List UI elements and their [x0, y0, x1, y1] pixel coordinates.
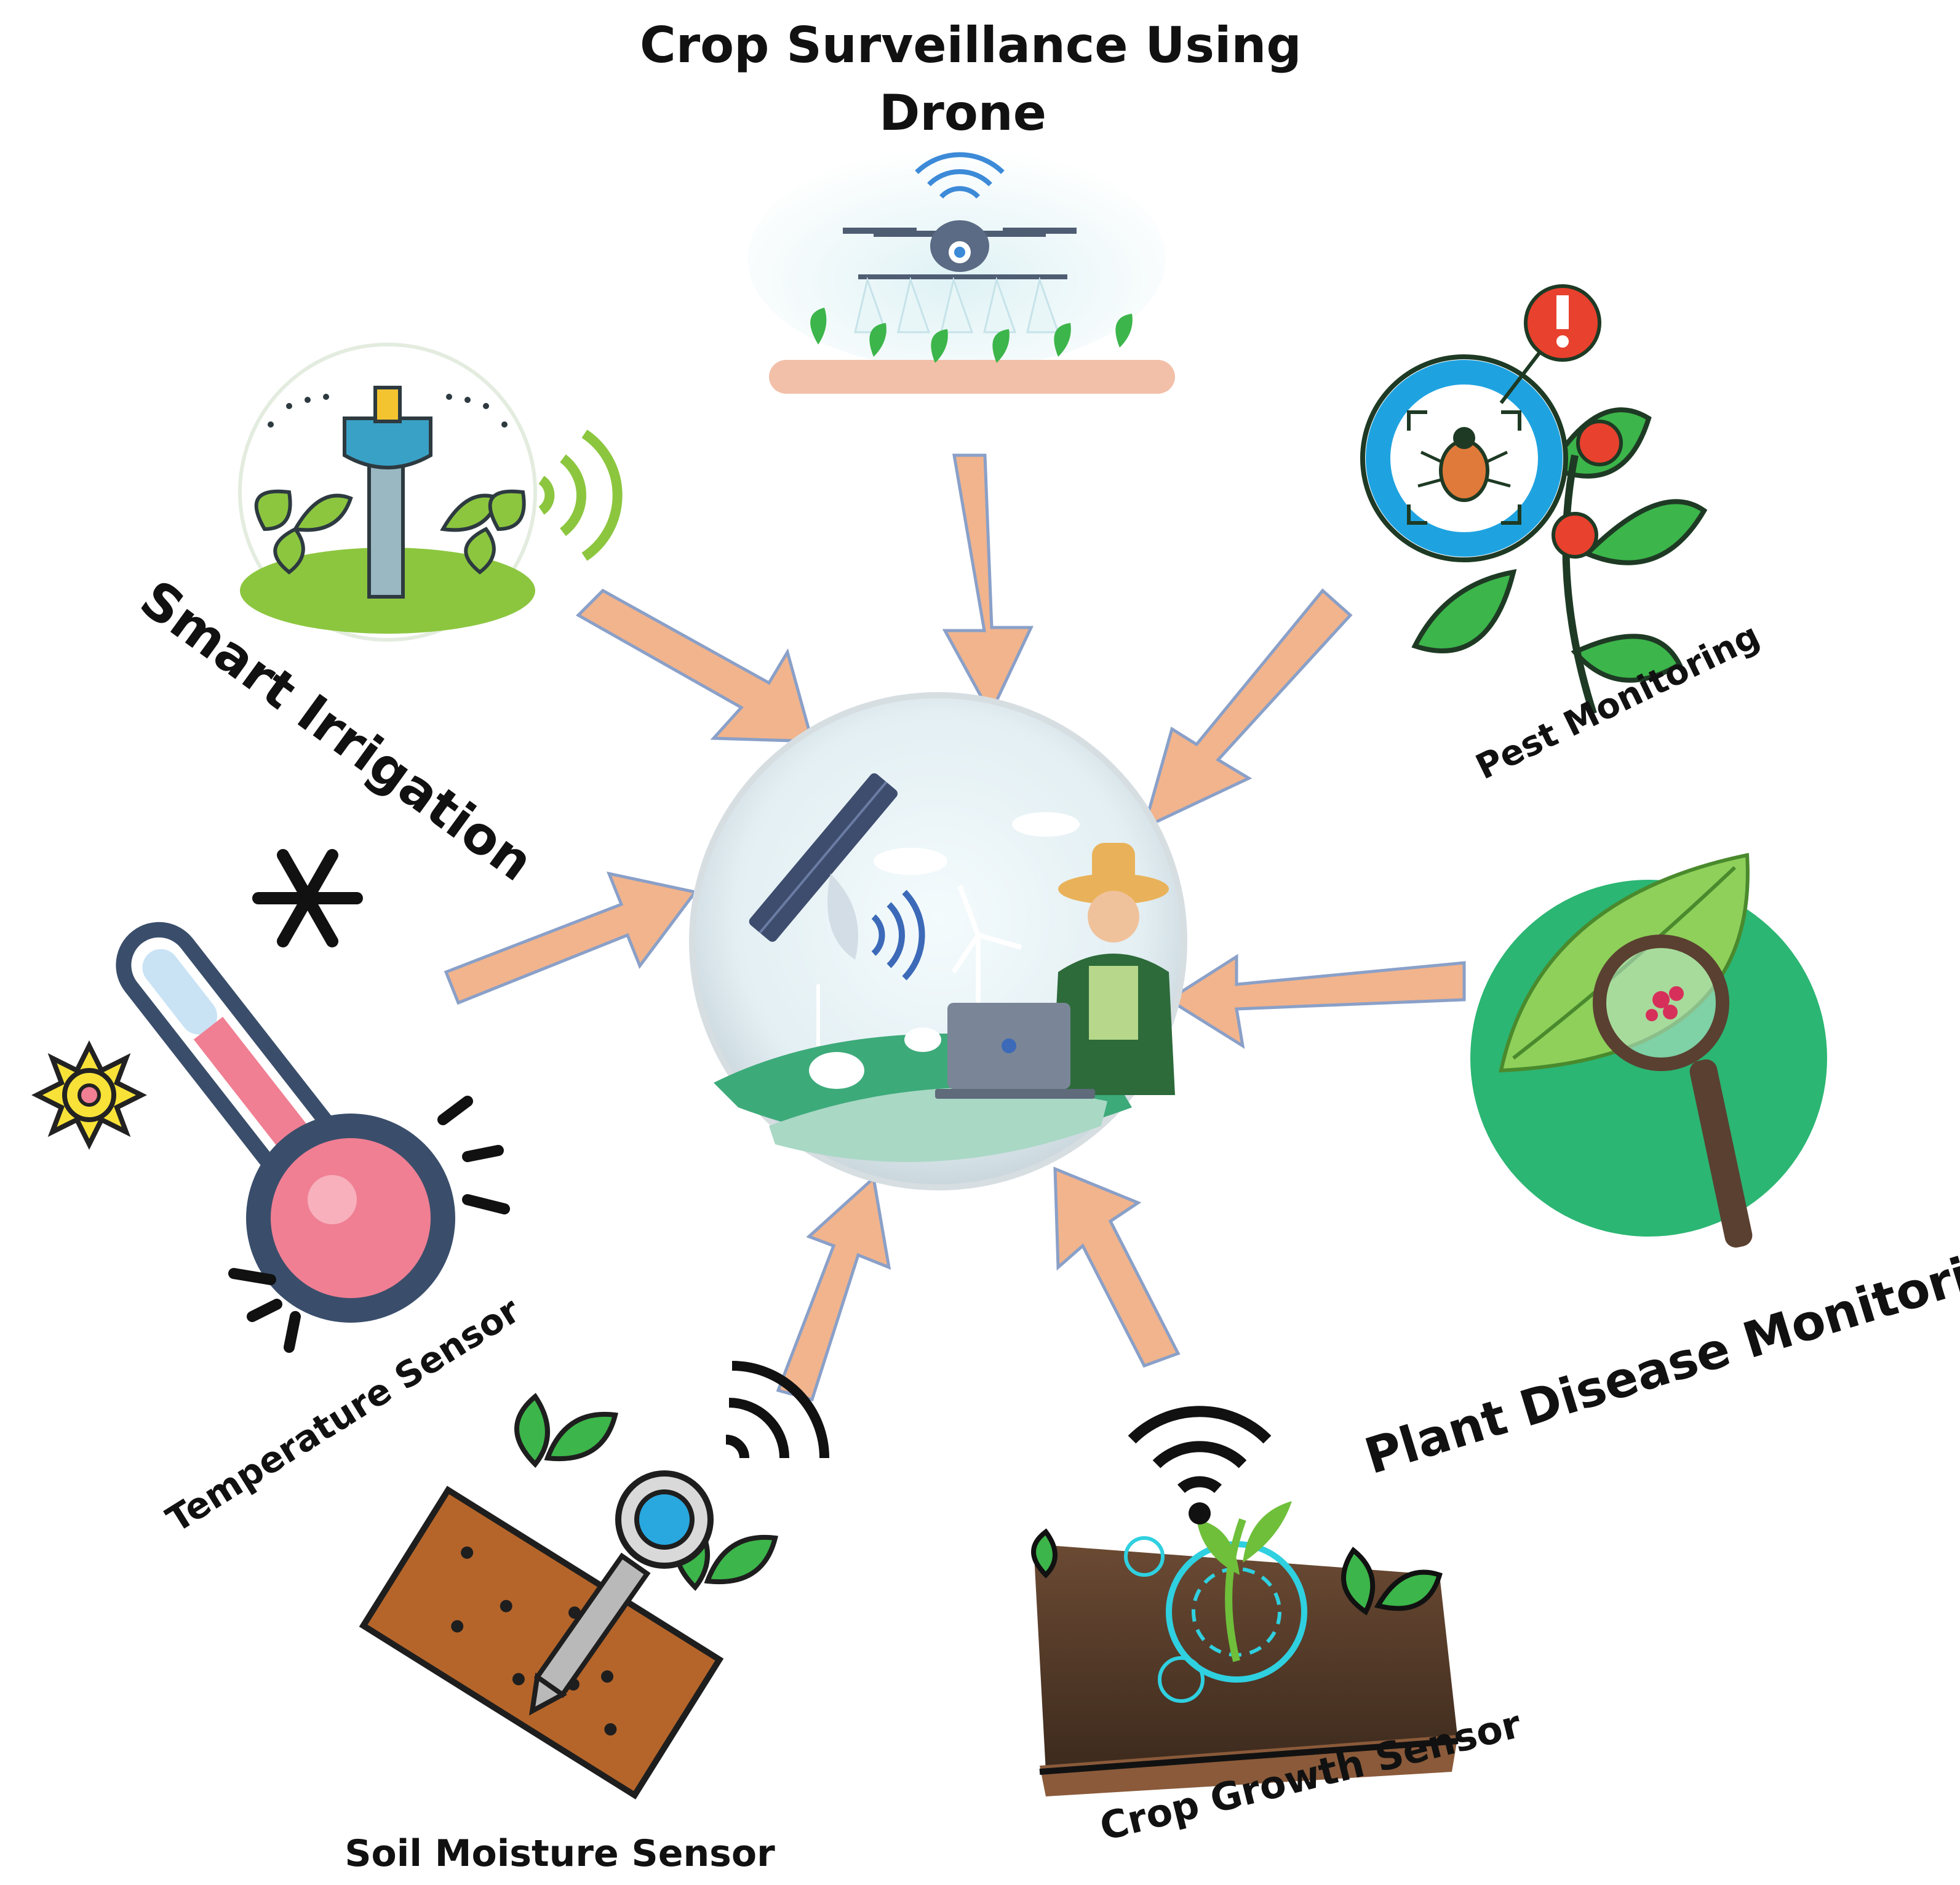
hub-globe-icon	[689, 692, 1187, 1190]
bug-magnifier-icon	[1360, 284, 1708, 715]
leaf-magnifier-icon	[1470, 853, 1827, 1248]
sprinkler-plants-icon	[238, 343, 623, 642]
crop-soil-wifi-icon	[1031, 1406, 1459, 1796]
thermometer-sun-snow-icon	[31, 849, 510, 1353]
arrow-temperature	[444, 871, 698, 1005]
arrow-irrigation	[575, 588, 815, 743]
drone-label-line1: Crop Surveillance Using	[640, 17, 1302, 74]
arrow-pest	[1142, 588, 1353, 831]
drone-label-line2: Drone	[878, 84, 1047, 141]
arrow-soil	[776, 1175, 891, 1402]
arrow-growth	[1053, 1166, 1181, 1368]
soil-probe-icon	[359, 1361, 829, 1799]
drone-spraying-icon	[747, 148, 1175, 394]
arrow-disease	[1166, 954, 1466, 1050]
soil-moisture-label: Soil Moisture Sensor	[345, 1832, 775, 1875]
arrows	[444, 453, 1466, 1402]
arrow-drone	[942, 453, 1034, 717]
